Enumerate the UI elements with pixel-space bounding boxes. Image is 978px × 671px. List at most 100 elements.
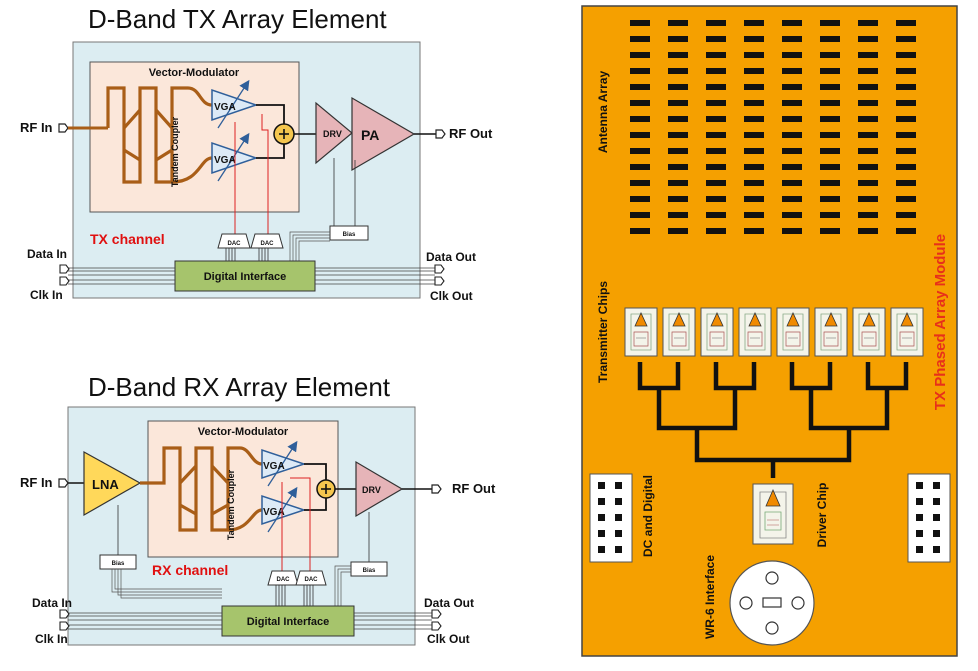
antenna-element (782, 180, 802, 186)
wr6-flange (729, 560, 815, 646)
antenna-element (744, 36, 764, 42)
svg-text:Bias: Bias (343, 232, 356, 238)
antenna-element (820, 132, 840, 138)
transmitter-chip (738, 307, 772, 357)
tx-combiner (256, 104, 316, 159)
antenna-element (820, 36, 840, 42)
antenna-element (820, 52, 840, 58)
antenna-element (858, 68, 878, 74)
tx-title: D-Band TX Array Element (88, 4, 387, 34)
svg-text:LNA: LNA (92, 477, 119, 492)
antenna-element (820, 116, 840, 122)
antenna-element (820, 148, 840, 154)
antenna-element (782, 84, 802, 90)
antenna-element (630, 148, 650, 154)
antenna-element (896, 20, 916, 26)
transmitter-chip (700, 307, 734, 357)
antenna-element (858, 84, 878, 90)
antenna-element (820, 228, 840, 234)
antenna-element (668, 212, 688, 218)
driver-chip (752, 483, 794, 545)
tx-vga-bottom: VGA (211, 132, 259, 182)
antenna-element (858, 180, 878, 186)
tx-bias-box: Bias (289, 158, 369, 262)
tx-rf-in-port (58, 123, 108, 133)
antenna-element (630, 20, 650, 26)
svg-text:DAC: DAC (277, 577, 291, 583)
tx-vga-top: VGA (211, 79, 259, 129)
antenna-element (820, 212, 840, 218)
antenna-element (858, 36, 878, 42)
wr6-label: WR-6 Interface (703, 555, 717, 639)
transmitter-chip (852, 307, 886, 357)
driver-chip-label: Driver Chip (815, 483, 829, 548)
antenna-element (782, 100, 802, 106)
antenna-element (706, 68, 726, 74)
tx-digital-label: Digital Interface (204, 271, 287, 283)
svg-text:VGA: VGA (214, 155, 236, 166)
antenna-element (630, 196, 650, 202)
rx-digital-label: Digital Interface (247, 616, 330, 628)
svg-text:DAC: DAC (305, 577, 319, 583)
tx-rf-in-label: RF In (20, 120, 53, 135)
dc-connector-right (907, 473, 951, 563)
antenna-element (630, 36, 650, 42)
antenna-element (896, 36, 916, 42)
antenna-element (668, 84, 688, 90)
antenna-element (782, 116, 802, 122)
transmitter-chip (662, 307, 696, 357)
antenna-element (820, 196, 840, 202)
antenna-element (706, 132, 726, 138)
antenna-element (820, 68, 840, 74)
rx-data-bus (68, 612, 432, 630)
svg-text:Bias: Bias (363, 568, 376, 574)
antenna-element (744, 196, 764, 202)
antenna-array (630, 20, 916, 234)
tx-channel-label: TX channel (90, 231, 165, 247)
antenna-element (706, 20, 726, 26)
antenna-element (896, 228, 916, 234)
rx-coupler-label: Tandem Coupler (226, 469, 236, 540)
antenna-element (706, 164, 726, 170)
antenna-element (744, 100, 764, 106)
antenna-element (744, 148, 764, 154)
rx-data-out-label: Data Out (424, 596, 474, 610)
antenna-element (706, 116, 726, 122)
antenna-element (668, 52, 688, 58)
antenna-element (744, 68, 764, 74)
svg-text:PA: PA (361, 127, 379, 143)
tx-power-amp: PA (351, 96, 416, 172)
tx-digital-interface (174, 260, 316, 292)
svg-text:VGA: VGA (263, 461, 285, 472)
antenna-element (858, 212, 878, 218)
antenna-element (706, 36, 726, 42)
tx-element: D-Band TX Array Element Vector-Modulator… (20, 4, 493, 303)
antenna-element (706, 52, 726, 58)
tx-driver-amp: DRV (315, 101, 353, 165)
rx-dac-2: DAC (295, 570, 327, 606)
antenna-element (858, 100, 878, 106)
antenna-element (858, 196, 878, 202)
antenna-element (896, 196, 916, 202)
antenna-element (782, 36, 802, 42)
antenna-element (782, 68, 802, 74)
rx-rf-out-label: RF Out (452, 481, 496, 496)
svg-text:DAC: DAC (261, 241, 275, 247)
tx-data-in-label: Data In (27, 247, 67, 261)
dc-connector-left (589, 473, 633, 563)
rx-title: D-Band RX Array Element (88, 372, 391, 402)
rx-tandem-coupler (140, 446, 263, 532)
antenna-element (820, 164, 840, 170)
tx-clk-out-label: Clk Out (430, 289, 473, 303)
transmitter-chips (624, 307, 924, 357)
rx-vm-label: Vector-Modulator (198, 426, 289, 438)
tx-data-out-label: Data Out (426, 250, 476, 264)
antenna-element (668, 132, 688, 138)
antenna-element (706, 84, 726, 90)
svg-text:VGA: VGA (263, 507, 285, 518)
antenna-element (668, 116, 688, 122)
antenna-element (782, 228, 802, 234)
antenna-element (896, 100, 916, 106)
tx-rf-out-label: RF Out (449, 126, 493, 141)
